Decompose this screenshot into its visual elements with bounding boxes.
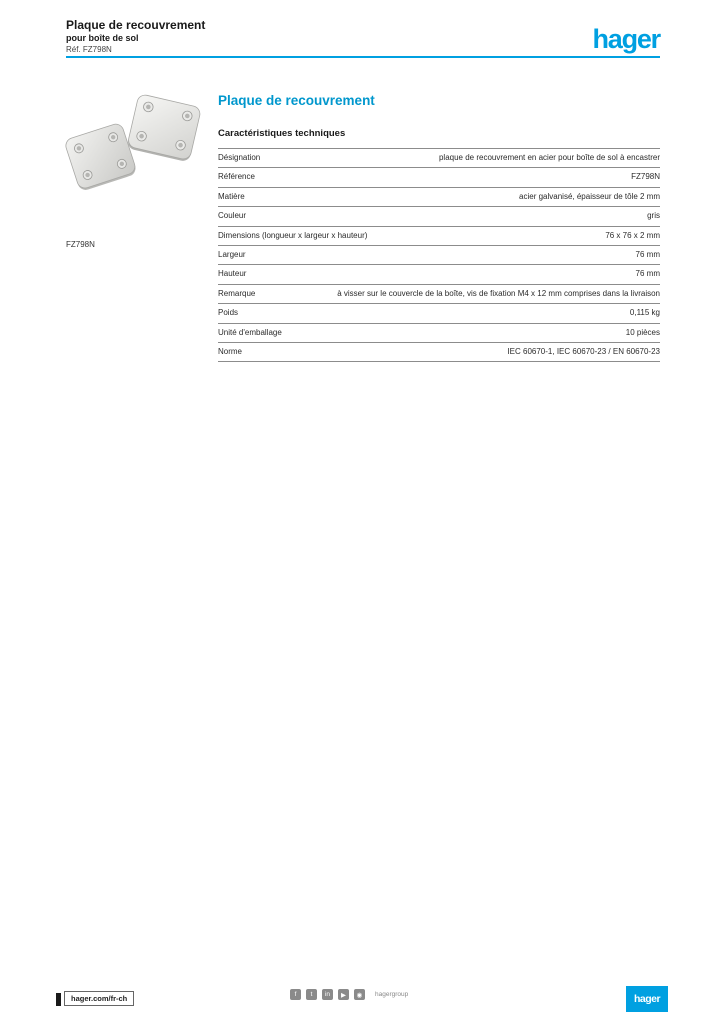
instagram-icon[interactable]: ◉ [354,989,365,1000]
product-image [56,86,216,191]
plate-left [65,123,136,190]
spec-row: Référence FZ798N [218,168,660,188]
spec-label: Unité d'emballage [218,327,282,337]
spec-label: Hauteur [218,269,247,279]
spec-row: Matière acier galvanisé, épaisseur de tôl… [218,188,660,208]
spec-value: 76 mm [635,269,660,279]
spec-value: FZ798N [631,172,660,182]
facebook-icon[interactable]: f [290,989,301,1000]
spec-value: 10 pièces [625,327,660,337]
spec-value: 0,115 kg [629,308,660,318]
linkedin-icon[interactable]: in [322,989,333,1000]
header-rule [66,56,660,58]
spec-label: Matière [218,191,245,201]
spec-row: Dimensions (longueur x largeur x hauteur… [218,227,660,246]
spec-label: Désignation [218,153,261,162]
spec-label: Poids [218,308,239,318]
spec-row: Unité d'emballage 10 pièces [218,324,660,343]
spec-row: Désignation plaque de recouvrement en aci… [218,149,660,169]
spec-label: Référence [218,172,255,182]
spec-value: à visser sur le couvercle de la boîte, v… [337,288,660,298]
product-reference: FZ798N [66,240,95,249]
section-title-technical: Caractéristiques techniques [218,128,346,139]
spec-label: Largeur [218,249,246,259]
spec-value: gris [647,211,660,221]
product-title: Plaque de recouvrement [218,93,375,108]
spec-label: Remarque [218,288,256,298]
product-photo-plates [65,94,201,190]
header-title-line1: Plaque de recouvrement [66,18,206,32]
spec-value: acier galvanisé, épaisseur de tôle 2 mm [519,191,660,201]
footer-marker [56,993,61,1006]
header-title-line2: pour boîte de sol [66,33,139,43]
spec-label: Norme [218,346,243,356]
footer-hager-logo-box: hager [626,986,668,1012]
spec-label: Dimensions (longueur x largeur x hauteur… [218,230,368,240]
spec-row: Largeur 76 mm [218,246,660,266]
hager-logo: hager [592,24,661,54]
spec-row: Poids 0,115 kg [218,304,660,324]
spec-row: Couleur gris [218,207,660,227]
spec-row: Norme IEC 60670-1, IEC 60670-23 / EN 6067… [218,343,660,363]
spec-row: Hauteur 76 mm [218,265,660,285]
spec-value: plaque de recouvrement en acier pour boî… [438,153,660,162]
youtube-icon[interactable]: ▶ [338,989,349,1000]
plate-right [128,94,201,161]
spec-value: 76 x 76 x 2 mm [605,230,660,240]
twitter-icon[interactable]: t [306,989,317,1000]
spec-label: Couleur [218,211,247,221]
spec-row: Remarque à visser sur le couvercle de la … [218,285,660,305]
spec-value: IEC 60670-1, IEC 60670-23 / EN 60670-23 [507,346,660,356]
spec-table: Désignation plaque de recouvrement en aci… [218,148,660,363]
header-reference-line: Réf. FZ798N [66,45,112,54]
footer-social-caption: hagergroup [375,991,409,998]
spec-value: 76 mm [635,249,660,259]
footer-website-link[interactable]: hager.com/fr-ch [64,991,135,1006]
